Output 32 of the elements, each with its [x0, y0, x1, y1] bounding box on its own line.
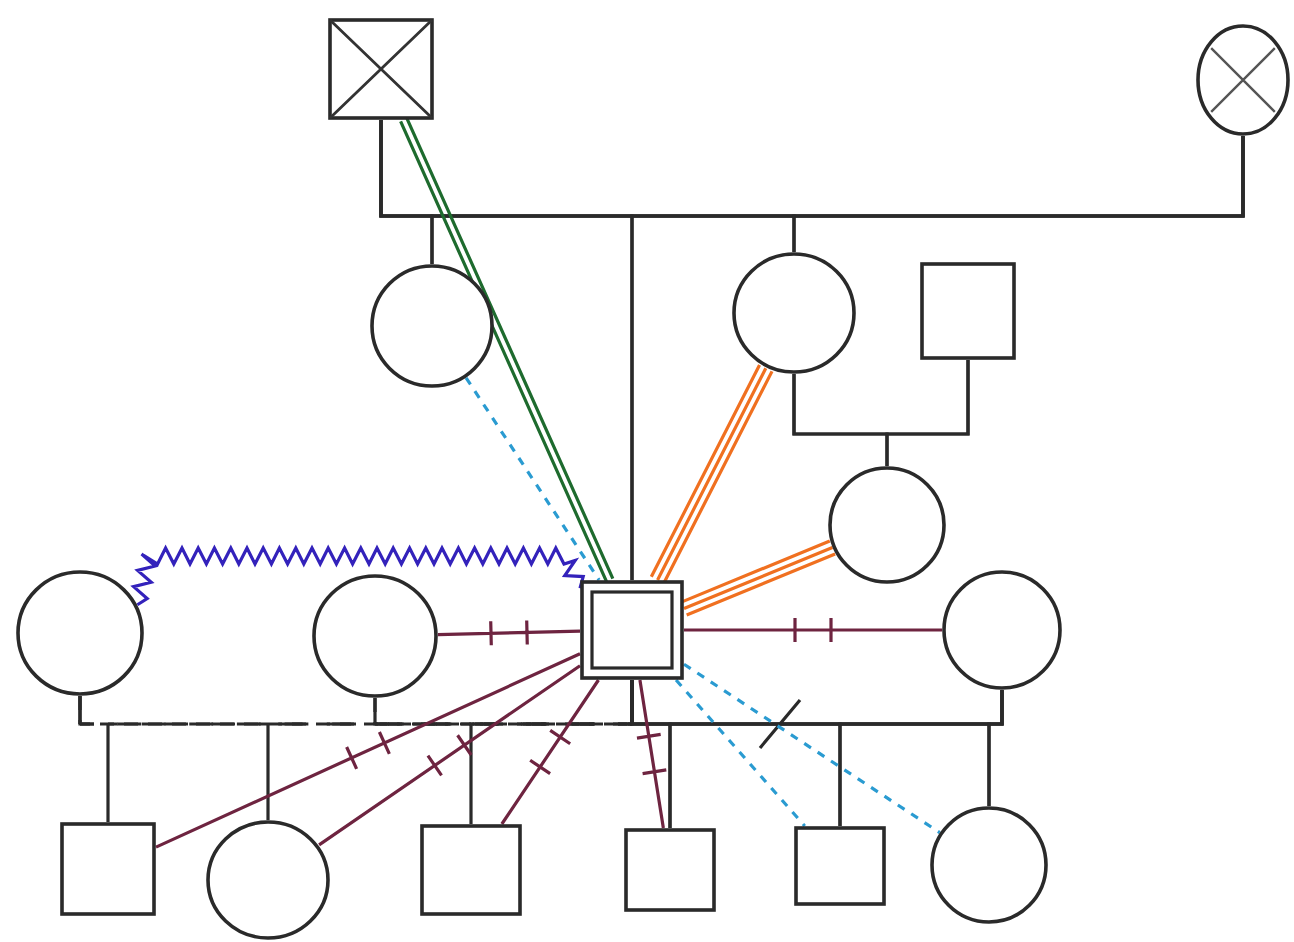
index-person-square: [580, 580, 684, 680]
distant-relationship-line: [674, 678, 806, 828]
child-line: [78, 696, 270, 820]
cutoff-line: [682, 616, 944, 644]
child-line: [885, 360, 970, 466]
cutoff-line: [317, 664, 582, 847]
male-square: [794, 826, 886, 906]
female-circle: [370, 264, 494, 388]
cutoff-line: [154, 652, 582, 849]
child-line: [987, 690, 1004, 806]
child-line: [373, 698, 473, 824]
deceased-male-square: [328, 18, 434, 120]
child-line: [792, 136, 1245, 252]
female-circle: [16, 570, 144, 696]
conflict-line: [130, 544, 586, 607]
deceased-female-circle: [1196, 24, 1290, 136]
female-circle: [828, 466, 946, 584]
female-circle: [312, 574, 438, 698]
close-relationship-line: [649, 363, 774, 585]
male-square: [920, 262, 1016, 360]
male-square: [60, 822, 156, 916]
female-circle: [732, 252, 856, 374]
cutoff-line: [500, 678, 601, 826]
female-circle: [942, 570, 1062, 690]
distant-relationship-line: [683, 662, 941, 834]
distant-relationship-line: [464, 376, 601, 581]
close-relationship-line: [399, 116, 615, 584]
male-square: [624, 828, 716, 912]
female-circle: [930, 806, 1048, 924]
cutoff-line: [436, 618, 582, 647]
female-circle: [206, 820, 330, 940]
male-square: [420, 824, 522, 916]
